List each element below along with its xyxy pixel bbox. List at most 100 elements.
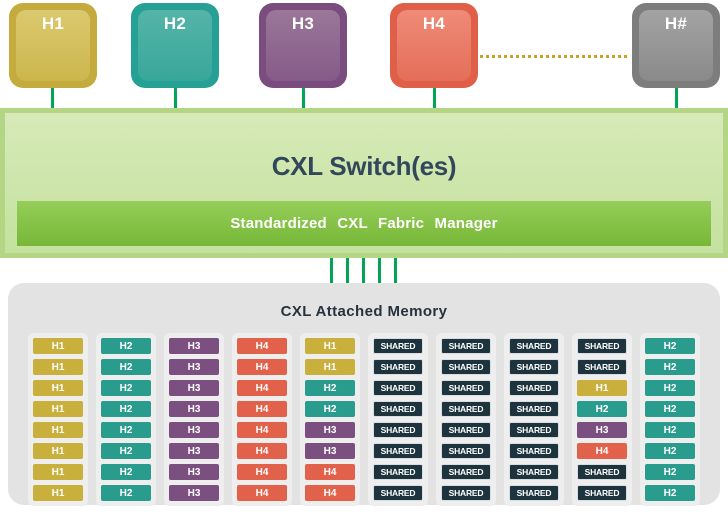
memory-chip: SHARED [577, 359, 627, 375]
memory-chip: H1 [577, 380, 627, 396]
memory-chip: H2 [101, 485, 151, 501]
memory-chip: H2 [101, 464, 151, 480]
host-box-h3: H3 [259, 3, 347, 88]
memory-chip: SHARED [441, 422, 491, 438]
memory-chip: SHARED [441, 359, 491, 375]
cxl-switch-title: CXL Switch(es) [271, 151, 457, 181]
memory-chip: H3 [169, 359, 219, 375]
memory-chip: SHARED [441, 380, 491, 396]
memory-chip: H3 [169, 464, 219, 480]
memory-chip: H2 [645, 422, 695, 438]
memory-chip: H4 [237, 464, 287, 480]
memory-chip: H2 [645, 359, 695, 375]
memory-chip: SHARED [373, 359, 423, 375]
host-box-hn: H# [632, 3, 720, 88]
memory-chip: H2 [577, 401, 627, 417]
memory-chip: SHARED [373, 443, 423, 459]
dotted-ellipsis-connector [480, 55, 630, 58]
memory-chip: H1 [33, 464, 83, 480]
memory-chip: SHARED [373, 464, 423, 480]
memory-chip: SHARED [509, 422, 559, 438]
memory-chip: H1 [33, 401, 83, 417]
memory-chip: H4 [577, 443, 627, 459]
host-label: H4 [422, 14, 446, 33]
memory-chip: H4 [237, 338, 287, 354]
memory-chip: SHARED [441, 464, 491, 480]
host-box-hn-panel [639, 10, 713, 81]
memory-chip: SHARED [509, 380, 559, 396]
memory-chip: H3 [169, 422, 219, 438]
memory-chip: H4 [237, 443, 287, 459]
memory-chip: SHARED [441, 338, 491, 354]
memory-chip: H1 [33, 338, 83, 354]
memory-chip: H2 [645, 401, 695, 417]
memory-chip: H4 [237, 380, 287, 396]
host-label: H1 [41, 14, 65, 33]
connector-switch-memory-2 [346, 258, 349, 284]
memory-chip: H2 [645, 485, 695, 501]
memory-chip: SHARED [373, 485, 423, 501]
memory-chip: H3 [305, 443, 355, 459]
memory-chip: H1 [33, 359, 83, 375]
memory-chip: SHARED [373, 401, 423, 417]
memory-chip: H4 [237, 359, 287, 375]
memory-chip: H3 [169, 485, 219, 501]
fabric-manager-bar: Standardized CXL Fabric Manager [17, 201, 711, 246]
memory-chip: H1 [33, 443, 83, 459]
connector-h1-switch [51, 88, 54, 109]
memory-chip: H2 [645, 464, 695, 480]
connector-hn-switch [675, 88, 678, 109]
connector-h3-switch [302, 88, 305, 109]
host-box-h2: H2 [131, 3, 219, 88]
cxl-switch-box: CXL Switch(es) Standardized CXL Fabric M… [0, 108, 728, 258]
memory-chip: H2 [101, 380, 151, 396]
memory-chip: H1 [33, 380, 83, 396]
memory-chip: H4 [237, 485, 287, 501]
host-label: H2 [163, 14, 187, 33]
memory-chip: H2 [101, 443, 151, 459]
memory-chip: H4 [305, 485, 355, 501]
memory-chip: SHARED [373, 338, 423, 354]
memory-chip: H3 [169, 401, 219, 417]
memory-chip: H2 [101, 422, 151, 438]
memory-chip: H4 [237, 422, 287, 438]
host-label: H3 [291, 14, 315, 33]
connector-h2-switch [174, 88, 177, 109]
memory-chip: H4 [305, 464, 355, 480]
memory-dimm-column: SHARED SHARED SHARED SHARED SHARED SHARED SHAR… [368, 333, 428, 506]
memory-chip: SHARED [373, 422, 423, 438]
memory-chip: H3 [577, 422, 627, 438]
connector-switch-memory-3 [362, 258, 365, 284]
memory-chip: H1 [305, 338, 355, 354]
memory-chip: H2 [645, 380, 695, 396]
connector-switch-memory-4 [378, 258, 381, 284]
memory-chip: SHARED [509, 359, 559, 375]
memory-chip: H2 [101, 359, 151, 375]
memory-chip: H2 [101, 338, 151, 354]
connector-switch-memory-5 [394, 258, 397, 284]
memory-chip: SHARED [577, 464, 627, 480]
memory-chip: H3 [169, 380, 219, 396]
memory-chip: H3 [305, 422, 355, 438]
memory-chip: H2 [645, 338, 695, 354]
memory-chip: SHARED [441, 485, 491, 501]
connector-h4-switch [433, 88, 436, 109]
memory-chip: SHARED [509, 464, 559, 480]
memory-chip: H1 [33, 485, 83, 501]
memory-chip: SHARED [509, 443, 559, 459]
memory-chip: H1 [33, 422, 83, 438]
host-box-h4-panel [397, 10, 471, 81]
memory-chip: H3 [169, 338, 219, 354]
memory-chip: H2 [101, 401, 151, 417]
memory-chip: H2 [645, 443, 695, 459]
